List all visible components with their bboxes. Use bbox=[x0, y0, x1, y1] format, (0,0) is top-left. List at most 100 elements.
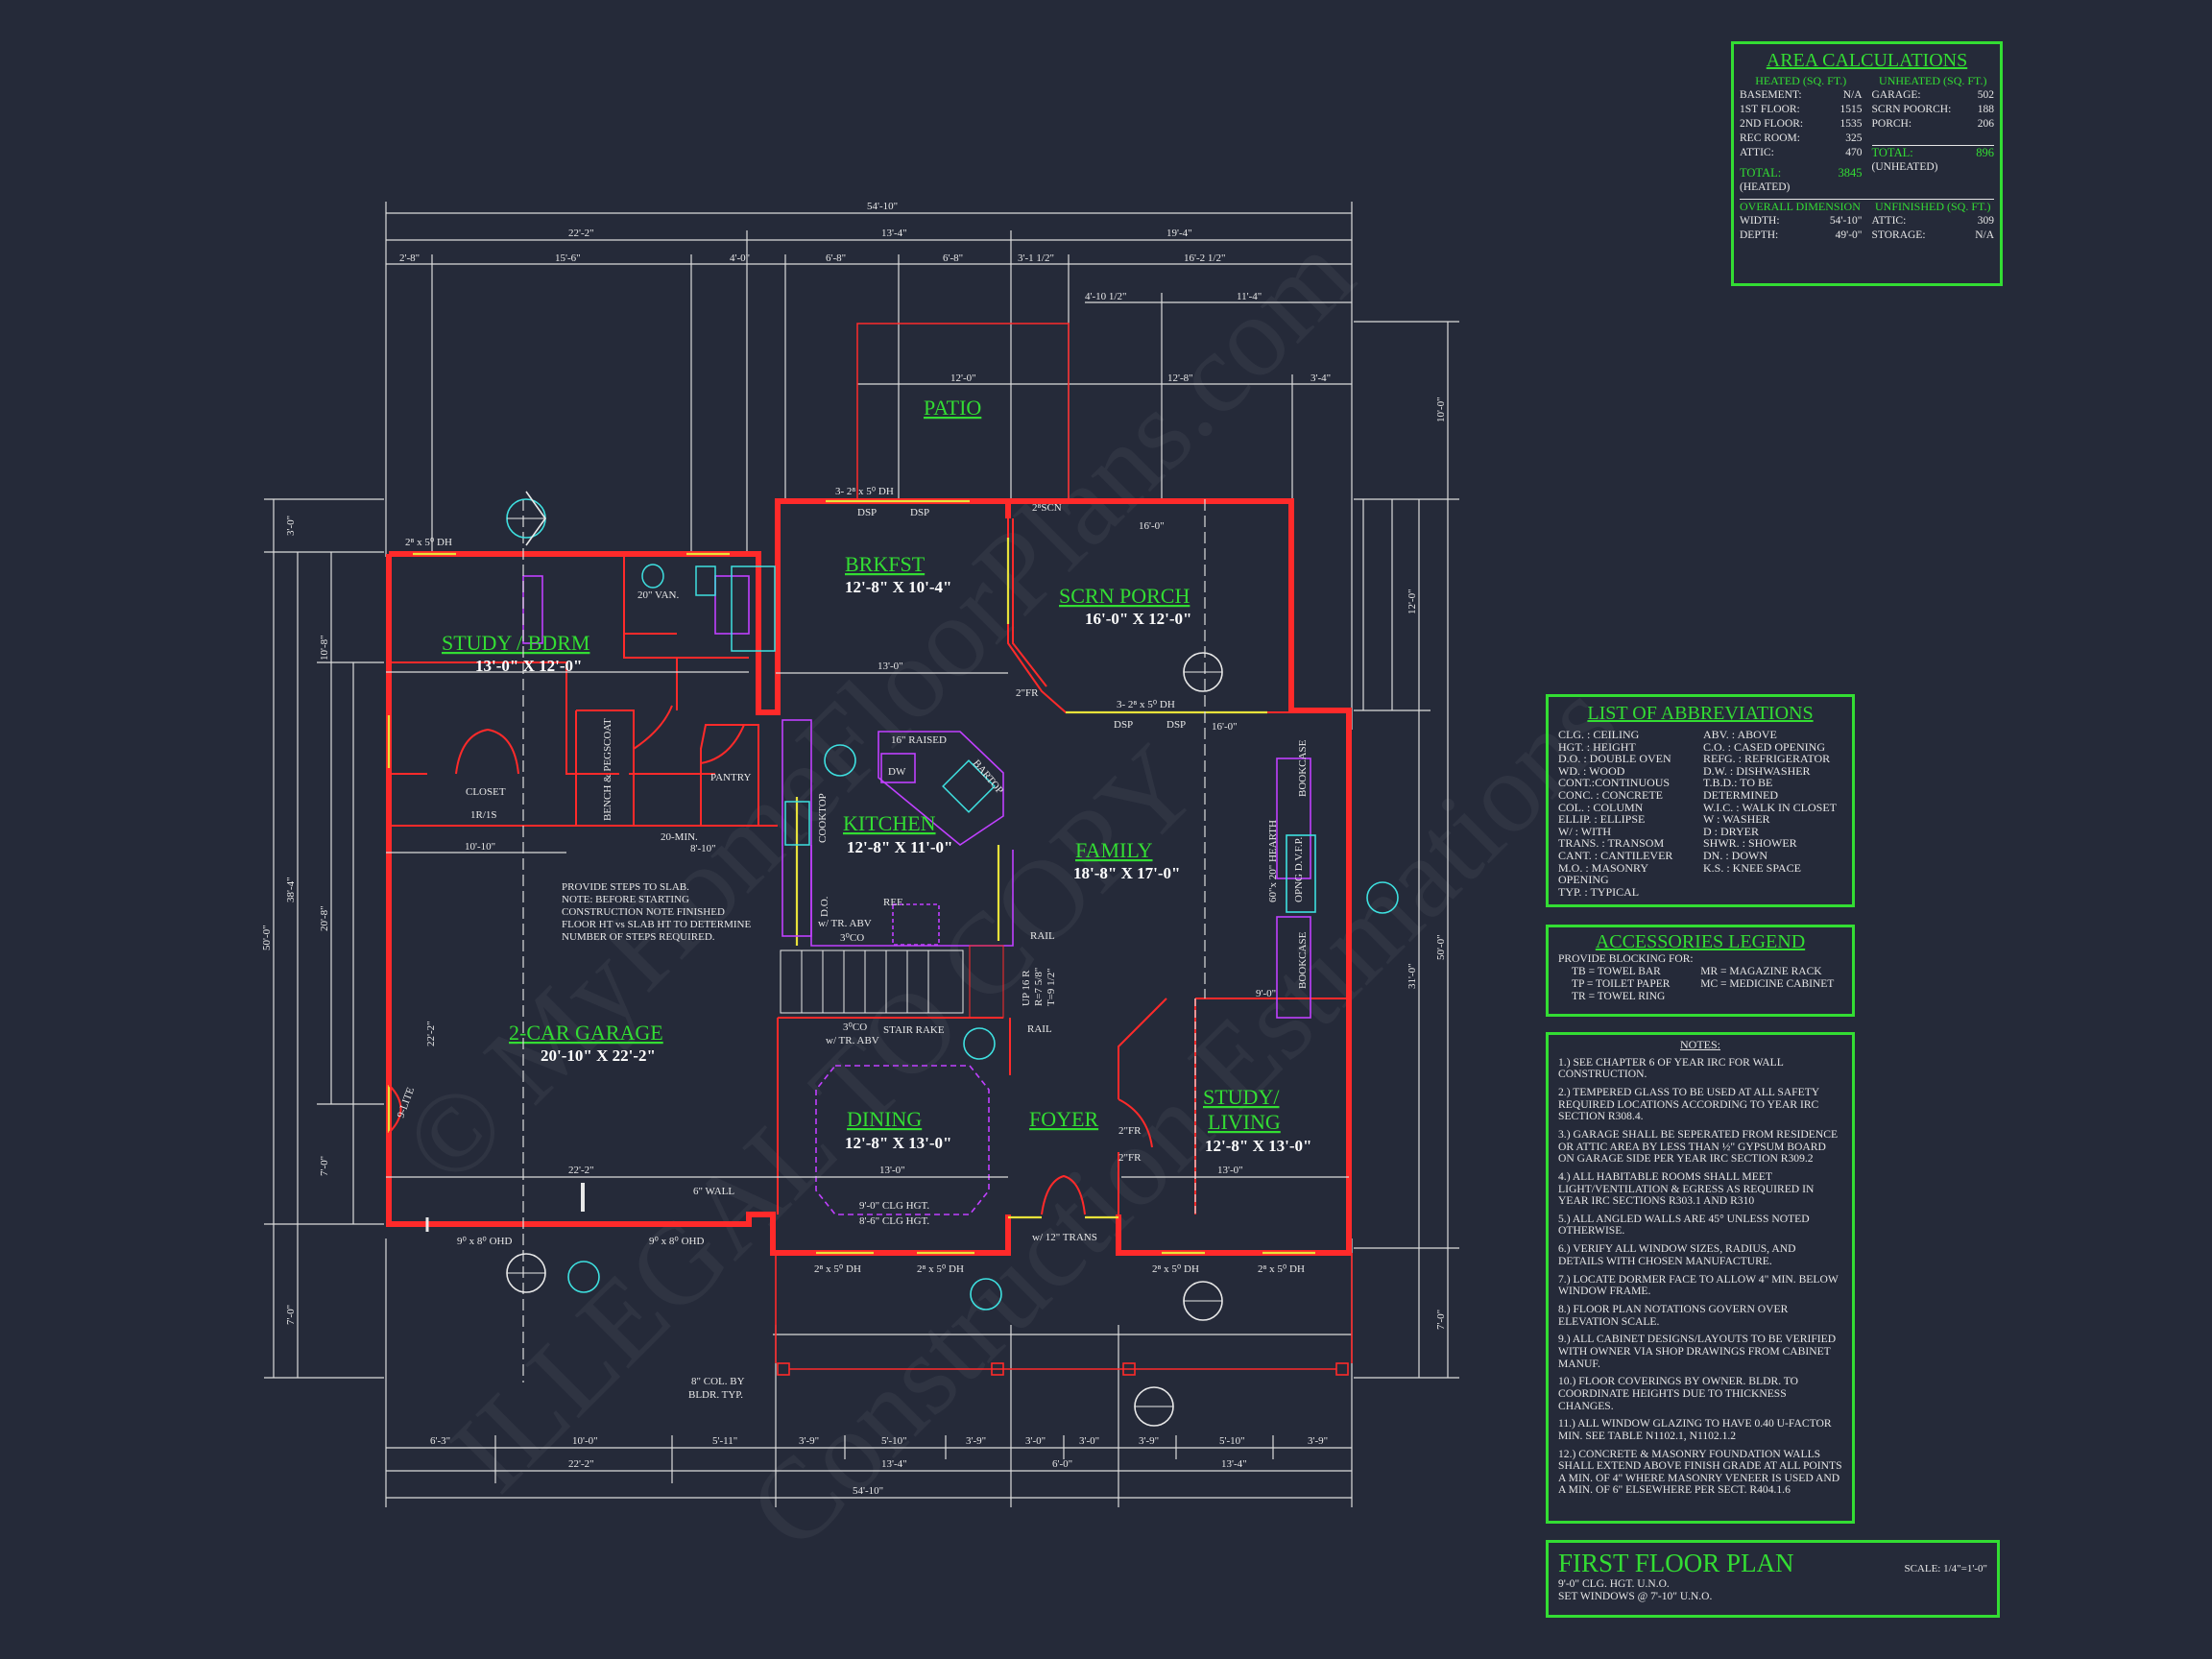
area-row: ATTIC:470 bbox=[1740, 146, 1863, 160]
vanity-label: 20" VAN. bbox=[637, 589, 679, 601]
dim-study-13: 13'-0" bbox=[1217, 1165, 1243, 1176]
bookcase-label-1: BOOKCASE bbox=[1297, 739, 1309, 797]
dim-bot-b: 13'-4" bbox=[881, 1458, 907, 1470]
dim-garage-depth: 22'-2" bbox=[425, 1021, 437, 1046]
dim-bot-9: 3'-9" bbox=[1139, 1435, 1159, 1447]
kitchen-cabinets bbox=[522, 575, 1316, 1215]
abbreviation-item: D.O. : DOUBLE OVEN bbox=[1558, 752, 1671, 766]
dim-bot-10: 5'-10" bbox=[1219, 1435, 1245, 1447]
dim-top-e2: 11'-4" bbox=[1237, 291, 1262, 302]
bath-fixtures bbox=[641, 564, 996, 846]
heated-header: HEATED (SQ. FT.) bbox=[1755, 74, 1847, 87]
dim-family-16: 16'-0" bbox=[1212, 721, 1238, 733]
dsp-2: DSP bbox=[910, 507, 929, 518]
dim-patio-width: 12'-0" bbox=[950, 373, 976, 384]
stairs bbox=[780, 945, 1004, 1019]
min-label: 20-MIN. bbox=[661, 831, 698, 843]
dim-left-a: 38'-4" bbox=[285, 877, 297, 902]
accessory-item: MC = MEDICINE CABINET bbox=[1700, 978, 1835, 990]
coat-label: COAT bbox=[602, 718, 613, 746]
ref-label: REF. bbox=[883, 897, 904, 908]
cooktop-label: COOKTOP bbox=[817, 793, 829, 843]
area-row-label: 2ND FLOOR: bbox=[1740, 118, 1804, 130]
stair-tread-label: T=9 1/2" bbox=[1046, 968, 1057, 1006]
area-row: BASEMENT:N/A bbox=[1740, 88, 1863, 103]
dim-left-b: 20'-8" bbox=[319, 905, 330, 931]
dim-right-b: 12'-0" bbox=[1407, 589, 1418, 614]
rail-label-2: RAIL bbox=[1027, 1023, 1052, 1035]
area-row-value: 309 bbox=[1977, 215, 1994, 227]
abbreviation-item: WD. : WOOD bbox=[1558, 763, 1625, 778]
area-row-value: 54'-10" bbox=[1829, 215, 1863, 227]
accessory-item: MR = MAGAZINE RACK bbox=[1700, 966, 1822, 977]
dim-bot-a: 22'-2" bbox=[568, 1458, 594, 1470]
right-dimensions: 10'-0" 50'-0" 31'-0" 12'-0" 7'-0" bbox=[1354, 321, 1459, 1379]
dim-bot-11: 3'-9" bbox=[1308, 1435, 1328, 1447]
dim-left-e: 7'-0" bbox=[285, 1305, 297, 1325]
dim-top-d2: 15'-6" bbox=[555, 252, 581, 264]
dim-left-f: 3'-0" bbox=[285, 516, 297, 536]
room-labels: BRKFST 12'-8" X 10'-4" SCRN PORCH 16'-0"… bbox=[442, 552, 1311, 1155]
window-label-dining-2: 2⁸ x 5⁰ DH bbox=[917, 1263, 964, 1275]
fireplace-label: OPNG D.V.F.P. bbox=[1293, 836, 1305, 902]
dim-bot-5: 5'-10" bbox=[881, 1435, 907, 1447]
left-dimensions: 50'-0" 38'-4" 20'-8" 10'-8" 7'-0" 7'-0" … bbox=[261, 498, 384, 1379]
dsp-1: DSP bbox=[857, 507, 877, 518]
area-row-label: SCRN POORCH: bbox=[1871, 104, 1952, 115]
area-row-value: 470 bbox=[1845, 147, 1863, 158]
steps-note-1: PROVIDE STEPS TO SLAB. bbox=[562, 881, 689, 893]
note-item: 5.) ALL ANGLED WALLS ARE 45° UNLESS NOTE… bbox=[1558, 1212, 1810, 1238]
dim-top-d7: 16'-2 1/2" bbox=[1184, 252, 1225, 264]
clg-hgt-label-2: 8'-6" CLG HGT. bbox=[859, 1215, 929, 1227]
bottom-dimensions: 6'-3" 10'-0" 5'-11" 3'-9" 5'-10" 3'-9" 3… bbox=[385, 1238, 1353, 1507]
dim-top-d5: 6'-8" bbox=[943, 252, 963, 264]
area-row-label: WIDTH: bbox=[1740, 215, 1780, 227]
dim-top-a: 22'-2" bbox=[568, 228, 594, 239]
cased-opening-label-4: w/ TR. ABV bbox=[818, 918, 872, 929]
brkfst-size: 12'-8" X 10'-4" bbox=[845, 578, 951, 596]
abbreviation-item: K.S. : KNEE SPACE bbox=[1703, 860, 1801, 875]
study-living-name-2: LIVING bbox=[1208, 1110, 1281, 1134]
area-row-label: GARAGE: bbox=[1871, 89, 1921, 101]
detail-callout-1 bbox=[970, 1278, 1002, 1310]
area-row-value: 188 bbox=[1977, 104, 1994, 115]
notes-panel: NOTES: 1.) SEE CHAPTER 6 OF YEAR IRC FOR… bbox=[1546, 1032, 1855, 1524]
area-row: GARAGE:502 bbox=[1872, 88, 1995, 103]
abbreviation-item: CONC. : CONCRETE bbox=[1558, 787, 1664, 802]
garage-door-label-1: 9⁰ x 8⁰ OHD bbox=[457, 1236, 512, 1247]
abbreviation-item: REFG. : REFRIGERATOR bbox=[1703, 752, 1831, 766]
area-row-label: REC ROOM: bbox=[1740, 132, 1800, 144]
patio-label: PATIO bbox=[924, 396, 981, 420]
steps-note-2: NOTE: BEFORE STARTING bbox=[562, 894, 689, 905]
abbreviation-item: T.B.D.: TO BE DETERMINED bbox=[1703, 776, 1778, 802]
bartop-label: BARTOP bbox=[971, 757, 1006, 796]
area-row-value: N/A bbox=[1842, 89, 1863, 101]
cased-opening-label-3: 3⁰CO bbox=[840, 932, 864, 944]
brkfst-name: BRKFST bbox=[845, 552, 926, 576]
note-item: 3.) GARAGE SHALL BE SEPERATED FROM RESID… bbox=[1558, 1127, 1839, 1166]
dim-right-d: 7'-0" bbox=[1435, 1310, 1447, 1330]
pantry-label: PANTRY bbox=[710, 772, 751, 783]
abbreviation-item: TRANS. : TRANSOM bbox=[1558, 836, 1665, 851]
dsp-4: DSP bbox=[1166, 719, 1186, 731]
window-label-brkfst: 3- 2⁸ x 5⁰ DH bbox=[835, 486, 894, 497]
abbreviation-item: HGT. : HEIGHT bbox=[1558, 739, 1636, 754]
scrn-porch-name: SCRN PORCH bbox=[1059, 584, 1190, 608]
study-living-size: 12'-8" X 13'-0" bbox=[1205, 1137, 1311, 1155]
windows bbox=[387, 499, 1315, 1255]
window-label-dining-1: 2⁸ x 5⁰ DH bbox=[814, 1263, 861, 1275]
section-marker-b6-bottom bbox=[506, 1253, 546, 1293]
abbreviation-item: D.W. : DISHWASHER bbox=[1703, 763, 1811, 778]
family-size: 18'-8" X 17'-0" bbox=[1073, 864, 1180, 882]
detail-callout-3 bbox=[567, 1261, 600, 1293]
dim-top-d3: 4'-0" bbox=[730, 252, 750, 264]
dim-top-b: 13'-4" bbox=[881, 228, 907, 239]
abbreviation-item: TYP. : TYPICAL bbox=[1558, 884, 1640, 899]
detail-callout-8 bbox=[963, 1027, 996, 1060]
note-item: 10.) FLOOR COVERINGS BY OWNER. BLDR. TO … bbox=[1558, 1375, 1799, 1412]
note-item: 11.) ALL WINDOW GLAZING TO HAVE 0.40 U-F… bbox=[1558, 1417, 1832, 1442]
area-row-label: PORCH: bbox=[1871, 118, 1912, 130]
